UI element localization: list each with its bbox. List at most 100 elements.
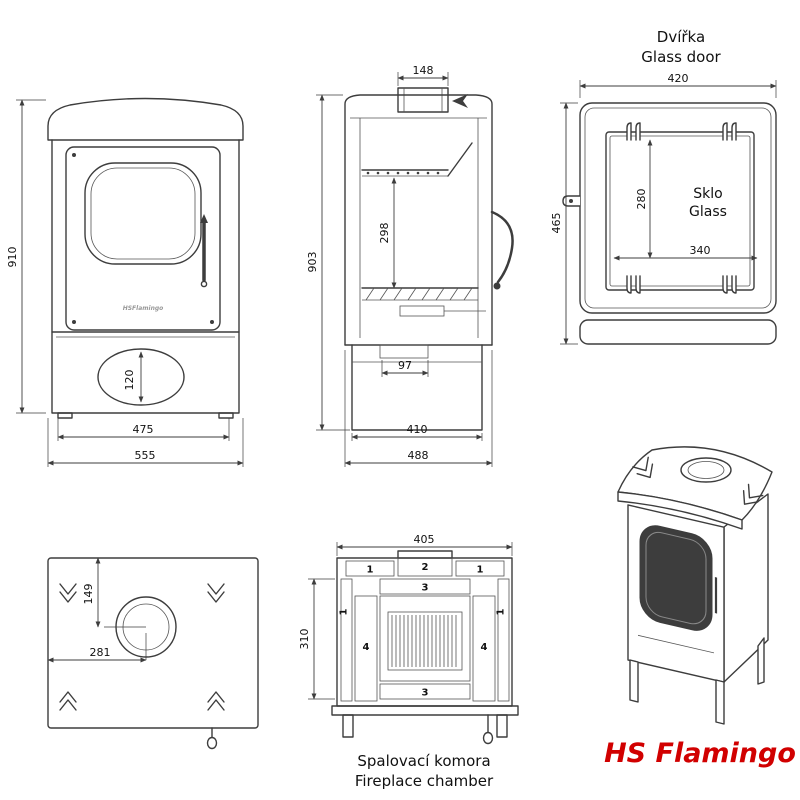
door-handle-knob	[200, 280, 208, 288]
hinge-clamp	[626, 275, 641, 294]
foot	[218, 412, 234, 419]
part-label-1: 1	[339, 608, 350, 615]
chevron-mark-icon	[632, 456, 654, 479]
dim-420: 420	[668, 72, 689, 85]
foot	[57, 412, 73, 419]
door-frame	[65, 146, 221, 331]
dim-465: 465	[550, 213, 563, 234]
hinge-clamp	[722, 275, 737, 294]
top-plate-outline	[47, 557, 259, 729]
dim-280: 280	[635, 189, 648, 210]
base-outline	[351, 344, 483, 431]
dim-281: 281	[90, 646, 111, 659]
flue-collar	[397, 87, 449, 113]
hinge-dot	[72, 153, 76, 157]
door-lower-flange	[579, 319, 777, 345]
stove-side-outline	[344, 94, 493, 346]
grate-frame	[379, 595, 471, 682]
door-window	[84, 162, 202, 265]
door-inner-frame	[584, 107, 772, 309]
glass-door-title-en: Glass door	[641, 48, 721, 66]
dim-97: 97	[398, 359, 412, 372]
stove-body-outline	[51, 139, 240, 414]
door-logo-text: HSFlamingo	[123, 305, 164, 312]
dim-910: 910	[6, 247, 19, 268]
persp-front-face	[627, 504, 725, 683]
baffle-holes	[366, 171, 440, 175]
hinge-clamp	[722, 122, 737, 141]
part-label-1: 1	[477, 565, 484, 576]
brick-right-side	[472, 595, 496, 702]
dim-310: 310	[298, 629, 311, 650]
perspective-view	[617, 446, 773, 725]
chevron-mark-icon	[207, 583, 225, 603]
persp-leg	[757, 637, 765, 685]
door-window-inner	[90, 167, 196, 260]
chamber-caption-en: Fireplace chamber	[355, 772, 494, 790]
side-handle-knob	[493, 282, 501, 290]
brand-logo: HS Flamingo	[604, 738, 796, 769]
chevron-mark-icon	[59, 583, 77, 603]
airflow-arrow-icon	[452, 94, 468, 108]
door-handle-tip	[200, 214, 208, 223]
glass-pane	[605, 131, 755, 291]
persp-flue-collar-inner	[687, 461, 725, 479]
side-section-view: 148 298 97 903	[306, 64, 514, 467]
part-label-3: 3	[422, 688, 429, 699]
persp-leg	[715, 679, 725, 725]
part-label-1: 1	[367, 565, 374, 576]
brick-upper-plate	[379, 578, 471, 595]
top-view: 149 281	[47, 557, 259, 750]
brick-top-center	[397, 557, 453, 577]
glass-label-en: Glass	[689, 204, 727, 220]
latch-dot	[210, 320, 214, 324]
part-label-4: 4	[481, 642, 488, 653]
chamber-leg	[496, 714, 508, 738]
brick-left-strip	[340, 578, 353, 702]
part-label-1: 1	[496, 608, 507, 615]
baffle-deflector	[447, 142, 473, 177]
chamber-view: 405 1 2 1 3 1 4 1 4 3 310 Spalovací komo…	[298, 533, 519, 790]
dim-555: 555	[135, 449, 156, 462]
chamber-top-tab	[397, 550, 453, 559]
dim-475: 475	[133, 423, 154, 436]
dim-298: 298	[378, 223, 391, 244]
chamber-caption-cs: Spalovací komora	[357, 752, 490, 770]
dim-903: 903	[306, 252, 319, 273]
glass-label-cs: Sklo	[693, 186, 722, 202]
brick-top-right	[455, 560, 505, 577]
glass-door-view: Dvířka Glass door 420 Sklo Glass 280 340	[550, 28, 777, 345]
dim-149: 149	[82, 584, 95, 605]
part-label-2: 2	[422, 562, 429, 573]
grate-hatch	[365, 287, 473, 301]
shaker-mechanism	[399, 305, 445, 317]
door-outer-frame	[579, 102, 777, 314]
part-label-3: 3	[422, 583, 429, 594]
grate-bars	[391, 615, 457, 667]
hinge-dot	[72, 320, 76, 324]
grate-inner-frame	[387, 611, 463, 671]
hinge-clamp	[626, 122, 641, 141]
brick-top-left	[345, 560, 395, 577]
ash-drawer	[379, 344, 429, 359]
chamber-leg	[342, 714, 354, 738]
chevron-mark-icon	[59, 691, 77, 711]
dim-405: 405	[414, 533, 435, 546]
brick-lower-plate	[379, 683, 471, 700]
dim-488: 488	[408, 449, 429, 462]
chevron-mark-icon	[207, 691, 225, 711]
dim-120: 120	[123, 370, 136, 391]
stove-top-cap	[47, 97, 244, 141]
glass-door-title-cs: Dvířka	[657, 28, 705, 46]
chevron-mark-icon	[742, 483, 764, 505]
brick-right-strip	[497, 578, 510, 702]
side-handle	[490, 210, 514, 284]
front-lip	[331, 705, 519, 716]
persp-door-window	[639, 525, 713, 631]
brick-left-side	[354, 595, 378, 702]
handle-teardrop	[206, 736, 218, 750]
glass-pane-inner	[609, 135, 751, 287]
handle-teardrop	[482, 731, 494, 745]
